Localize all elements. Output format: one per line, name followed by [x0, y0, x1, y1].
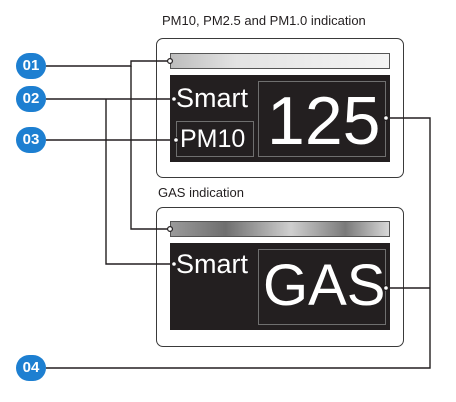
- gas-value: GAS: [263, 253, 386, 318]
- gas-indicator-bar: [170, 221, 390, 237]
- callout-02-badge: 02: [16, 86, 46, 112]
- pm-value: 125: [267, 83, 381, 159]
- pm-indication-title: PM10, PM2.5 and PM1.0 indication: [162, 13, 366, 28]
- pm-indicator-bar: [170, 53, 390, 69]
- pm-mode-label: Smart: [176, 83, 249, 113]
- callout-03-badge: 03: [16, 127, 46, 153]
- gas-screen: Smart GAS: [170, 243, 390, 330]
- gas-indication-title: GAS indication: [158, 185, 244, 200]
- pm-screen: Smart PM10 125: [170, 75, 390, 162]
- callout-04-badge: 04: [16, 355, 46, 381]
- pm-sensor-label: PM10: [180, 125, 246, 153]
- gas-mode-label: Smart: [176, 249, 249, 279]
- callout-01-badge: 01: [16, 53, 46, 79]
- leader-01-top: [46, 60, 170, 67]
